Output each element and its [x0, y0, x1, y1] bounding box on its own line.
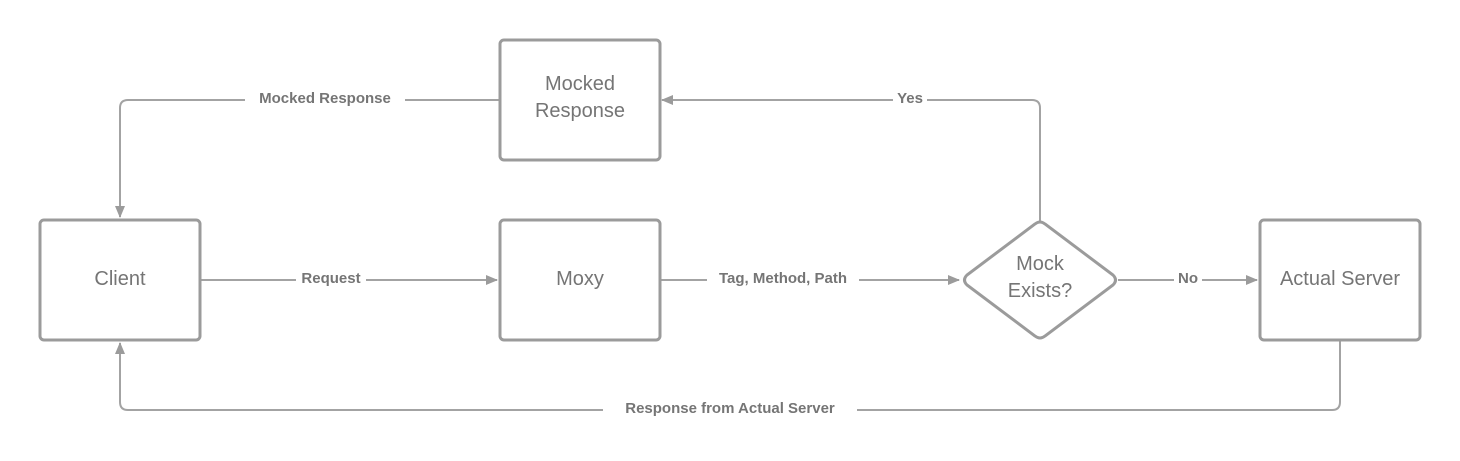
node-mocked-response-line-1: Mocked	[545, 73, 615, 95]
edge-label-request-text: Request	[301, 270, 360, 287]
edge-label-mocked-response-text: Mocked Response	[259, 90, 391, 107]
node-moxy: Moxy	[498, 218, 662, 342]
node-mock-exists-line-1: Mock	[1016, 253, 1065, 275]
node-mock-exists: Mock Exists?	[963, 220, 1117, 340]
edge-label-tag-method-path-text: Tag, Method, Path	[719, 270, 847, 287]
edge-label-no: No	[1174, 268, 1202, 290]
edge-label-tag-method-path: Tag, Method, Path	[707, 268, 859, 290]
node-mocked-response: Mocked Response	[498, 38, 662, 162]
edge-label-yes-text: Yes	[897, 90, 923, 107]
edge-label-mocked-response: Mocked Response	[245, 88, 405, 110]
node-mock-exists-line-2: Exists?	[1008, 280, 1072, 302]
node-moxy-label: Moxy	[556, 268, 604, 290]
node-client: Client	[38, 218, 202, 342]
node-actual-server-label: Actual Server	[1280, 268, 1400, 290]
edge-label-request: Request	[296, 268, 366, 290]
edge-mocked-response	[115, 99, 499, 218]
node-client-label: Client	[94, 268, 146, 290]
edge-yes	[661, 95, 1041, 221]
node-mocked-response-line-2: Response	[535, 100, 625, 122]
edge-label-response-from-actual-server-text: Response from Actual Server	[625, 400, 835, 417]
edge-label-yes: Yes	[893, 88, 927, 110]
node-actual-server: Actual Server	[1258, 218, 1422, 342]
edge-label-no-text: No	[1178, 270, 1198, 287]
edge-label-response-from-actual-server: Response from Actual Server	[603, 398, 857, 420]
